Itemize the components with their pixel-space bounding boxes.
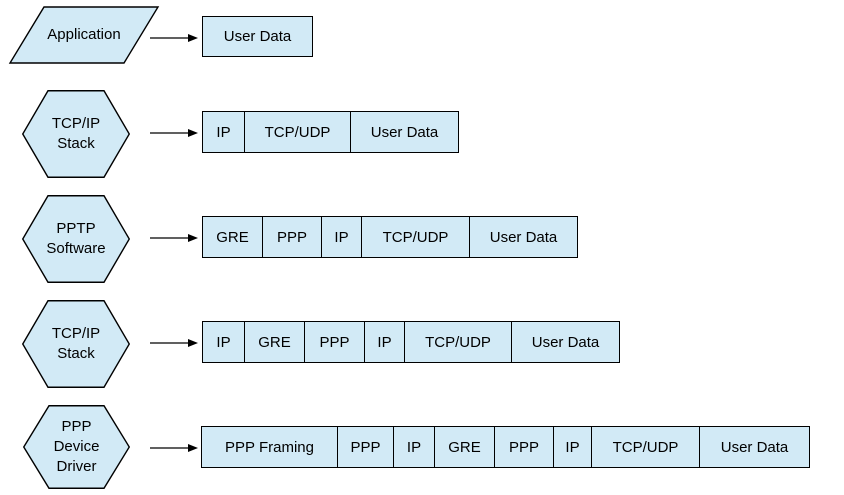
packet-segment: User Data	[511, 322, 619, 362]
stage-shape-hexagon: PPTP Software	[22, 195, 130, 283]
packet-segment: IP	[364, 322, 404, 362]
stage-label: Application	[8, 6, 160, 64]
packet-segment-label: User Data	[489, 228, 558, 246]
stage-label-line: TCP/IP	[51, 115, 101, 132]
stage-label-line: Device	[53, 438, 100, 455]
stage-label-line: Application	[47, 26, 121, 43]
packet-segment: User Data	[469, 217, 577, 257]
stage-label: TCP/IP Stack	[22, 90, 130, 178]
stage-shape-hexagon: TCP/IP Stack	[22, 90, 130, 178]
packet-segment-label: PPP	[508, 438, 539, 456]
packet-segment-label: PPP	[350, 438, 381, 456]
packet-segment: IP	[203, 112, 244, 152]
stage-label-line: Stack	[57, 345, 95, 362]
stage-label-line: Stack	[57, 135, 95, 152]
packet-bar: GRE PPP IP TCP/UDP User Data	[202, 216, 578, 258]
packet-segment-label: PPP	[319, 333, 350, 351]
packet-bar: IP GRE PPP IP TCP/UDP User Data	[202, 321, 620, 363]
flow-arrow-icon	[150, 231, 198, 243]
packet-segment-label: IP	[377, 333, 392, 351]
packet-bar: PPP Framing PPP IP GRE PPP IP TCP/UDP User Data	[201, 426, 810, 468]
packet-segment-label: PPP Framing	[225, 438, 314, 456]
packet-segment: User Data	[699, 427, 809, 467]
stage-shape-hexagon: TCP/IP Stack	[22, 300, 130, 388]
packet-segment-label: GRE	[216, 228, 249, 246]
packet-segment-label: User Data	[531, 333, 600, 351]
packet-segment: User Data	[203, 17, 312, 56]
packet-segment: GRE	[203, 217, 262, 257]
packet-segment: TCP/UDP	[244, 112, 350, 152]
packet-segment-label: GRE	[448, 438, 481, 456]
packet-segment-label: TCP/UDP	[382, 228, 449, 246]
packet-segment-label: IP	[406, 438, 422, 456]
packet-segment: PPP	[494, 427, 553, 467]
packet-segment-label: TCP/UDP	[612, 438, 679, 456]
packet-segment: PPP Framing	[202, 427, 337, 467]
flow-arrow-icon	[150, 441, 198, 453]
packet-segment: PPP	[304, 322, 364, 362]
packet-bar: User Data	[202, 16, 313, 57]
stage-label: TCP/IP Stack	[22, 300, 130, 388]
packet-segment-label: IP	[216, 123, 231, 141]
packet-segment-label: TCP/UDP	[425, 333, 491, 351]
packet-segment: IP	[393, 427, 434, 467]
packet-segment: PPP	[262, 217, 321, 257]
packet-segment: IP	[553, 427, 591, 467]
packet-segment: PPP	[337, 427, 393, 467]
packet-segment: GRE	[244, 322, 304, 362]
packet-segment: User Data	[350, 112, 458, 152]
packet-segment: TCP/UDP	[404, 322, 511, 362]
packet-segment: IP	[321, 217, 361, 257]
flow-arrow-icon	[150, 126, 198, 138]
stage-shape-parallelogram: Application	[8, 6, 160, 64]
stage-label-line: Driver	[56, 458, 97, 475]
packet-segment: TCP/UDP	[361, 217, 469, 257]
flow-arrow-icon	[150, 336, 198, 348]
stage-label-line: Software	[46, 240, 106, 257]
packet-segment: TCP/UDP	[591, 427, 699, 467]
packet-segment-label: User Data	[223, 28, 292, 45]
stage-label-line: PPTP	[56, 220, 96, 237]
packet-segment: IP	[203, 322, 244, 362]
packet-segment-label: TCP/UDP	[264, 123, 331, 141]
stage-label-line: TCP/IP	[51, 325, 101, 342]
packet-segment-label: User Data	[370, 123, 439, 141]
packet-segment-label: User Data	[720, 438, 789, 456]
packet-segment-label: GRE	[258, 333, 291, 351]
packet-bar: IP TCP/UDP User Data	[202, 111, 459, 153]
stage-label-line: PPP	[61, 418, 92, 435]
packet-segment-label: IP	[334, 228, 349, 246]
flow-arrow-icon	[150, 31, 198, 43]
packet-segment: GRE	[434, 427, 494, 467]
packet-segment-label: PPP	[276, 228, 307, 246]
packet-segment-label: IP	[216, 333, 231, 351]
stage-label: PPTP Software	[22, 195, 130, 283]
packet-segment-label: IP	[565, 438, 580, 456]
